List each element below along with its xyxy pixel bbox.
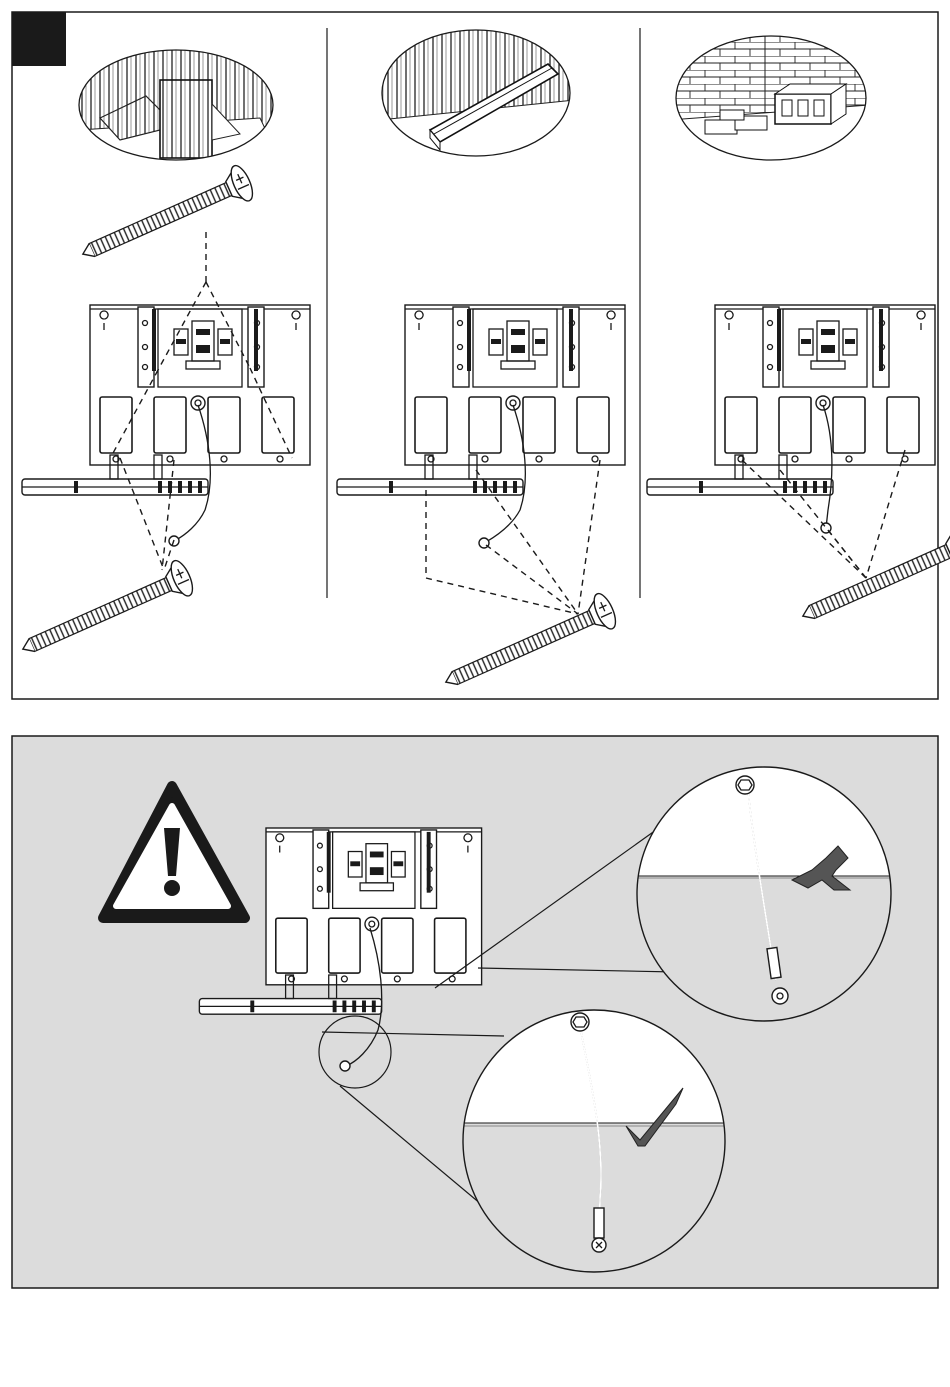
- step-marker: [12, 12, 66, 66]
